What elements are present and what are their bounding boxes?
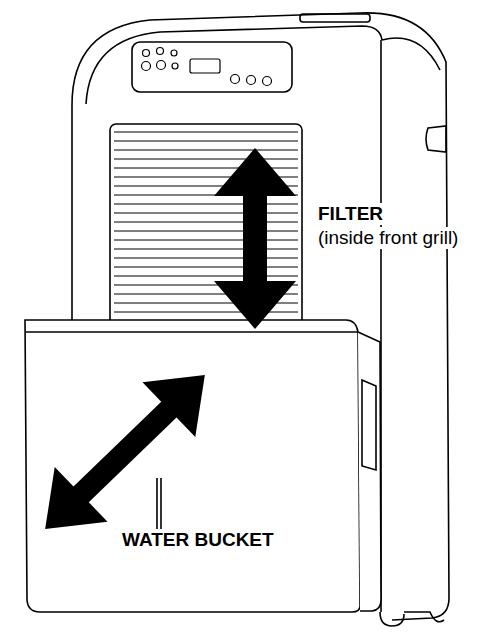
housing-outline [72, 13, 449, 620]
wheel [380, 612, 404, 626]
grill-slat [114, 249, 298, 250]
grill-slat [114, 213, 298, 214]
grill-slat [114, 222, 298, 223]
control-panel [132, 42, 292, 92]
grill-slat [114, 141, 298, 142]
top-panel-line [86, 26, 382, 104]
grill-slat [114, 204, 298, 205]
side-handle [426, 126, 446, 152]
front-grill [110, 124, 302, 346]
water-bucket [25, 320, 360, 612]
part-name: WATER BUCKET [120, 529, 276, 551]
grill-slat [114, 240, 298, 241]
grill-slats [114, 132, 298, 339]
bucket-rim [26, 331, 357, 333]
filter-arrow [214, 148, 296, 329]
side-curve [382, 38, 440, 70]
grill-slat [114, 132, 298, 133]
grill-slat [114, 267, 298, 268]
panel-buttons [142, 48, 272, 86]
bucket-grip [362, 380, 376, 470]
grill-slat [114, 258, 298, 259]
grill-slat [114, 276, 298, 277]
grill-slat [114, 312, 298, 313]
bucket-side [358, 332, 381, 611]
grill-slat [114, 231, 298, 232]
grill-slat [114, 150, 298, 151]
part-note: (inside front grill) [316, 227, 470, 249]
part-name: FILTER [316, 203, 385, 225]
wheel [404, 612, 444, 622]
grill-slat [114, 159, 298, 160]
bucket-arrow [19, 348, 231, 557]
top-vent [300, 14, 370, 22]
